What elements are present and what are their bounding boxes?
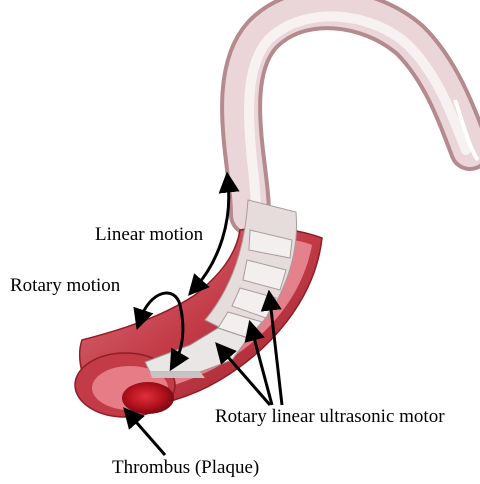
catheter-tube [241,9,478,215]
thrombus-label: Thrombus (Plaque) [112,458,259,477]
rotary-motion-label: Rotary motion [10,276,120,295]
thrombus [122,382,174,414]
linear-motion-label: Linear motion [95,225,203,244]
motor-label: Rotary linear ultrasonic motor [215,407,445,426]
thrombus-pointer-arrow [130,415,165,455]
